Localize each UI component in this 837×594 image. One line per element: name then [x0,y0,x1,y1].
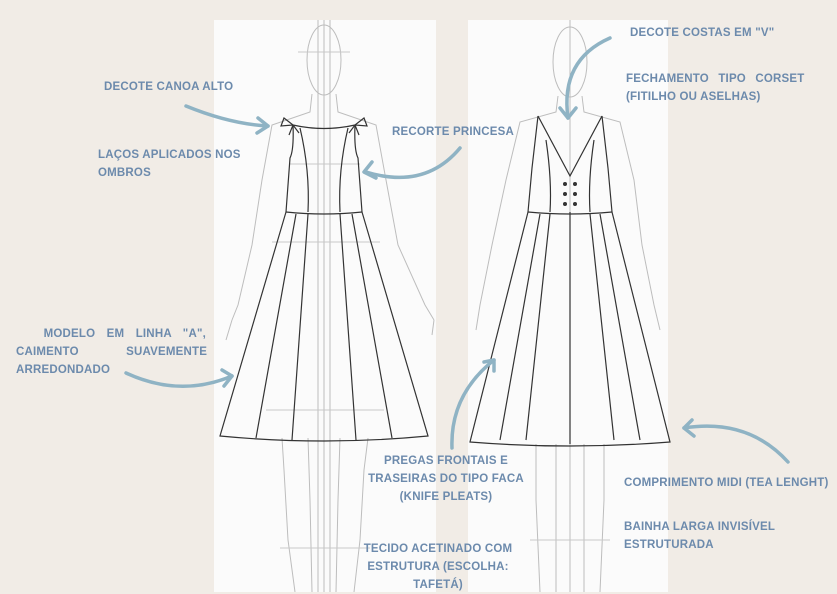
label-tecido-line3: TAFETÁ) [350,576,526,594]
label-fechamento-line1: FECHAMENTO TIPO CORSET [626,70,804,88]
arrow-comprimento [684,426,788,462]
label-lacos-ombros: LAÇOS APLICADOS NOS OMBROS [98,146,241,182]
arrow-pregas [452,360,494,448]
arrow-decote-canoa [186,106,268,126]
label-comprimento-midi: COMPRIMENTO MIDI (TEA LENGHT) [624,474,828,492]
label-pregas-faca: PREGAS FRONTAIS E TRASEIRAS DO TIPO FACA… [358,452,534,506]
label-modelo-line1: MODELO EM LINHA "A", [16,325,206,343]
label-tecido-line1: TECIDO ACETINADO COM [350,540,526,558]
label-modelo-line2: CAIMENTO SUAVEMENTE [16,343,206,361]
label-decote-costas: DECOTE COSTAS EM "V" [630,24,774,42]
label-modelo-linha-a: MODELO EM LINHA "A", CAIMENTO SUAVEMENTE… [16,325,206,379]
label-lacos-line1: LAÇOS APLICADOS NOS [98,146,241,164]
label-pregas-line2: TRASEIRAS DO TIPO FACA [358,470,534,488]
label-modelo-line3: ARREDONDADO [16,361,206,379]
label-tecido: TECIDO ACETINADO COM ESTRUTURA (ESCOLHA:… [350,540,526,594]
label-lacos-line2: OMBROS [98,164,241,182]
label-bainha-line1: BAINHA LARGA INVISÍVEL [624,518,775,536]
label-fechamento-corset: FECHAMENTO TIPO CORSET (FITILHO OU ASELH… [626,70,804,106]
arrow-recorte-princesa [366,148,460,177]
label-fechamento-line2: (FITILHO OU ASELHAS) [626,88,804,106]
label-tecido-line2: ESTRUTURA (ESCOLHA: [350,558,526,576]
label-pregas-line1: PREGAS FRONTAIS E [358,452,534,470]
label-bainha: BAINHA LARGA INVISÍVEL ESTRUTURADA [624,518,775,554]
label-recorte-princesa: RECORTE PRINCESA [392,123,514,141]
arrow-decote-costas [567,38,610,118]
label-bainha-line2: ESTRUTURADA [624,536,775,554]
label-pregas-line3: (KNIFE PLEATS) [358,488,534,506]
label-decote-canoa: DECOTE CANOA ALTO [104,78,233,96]
